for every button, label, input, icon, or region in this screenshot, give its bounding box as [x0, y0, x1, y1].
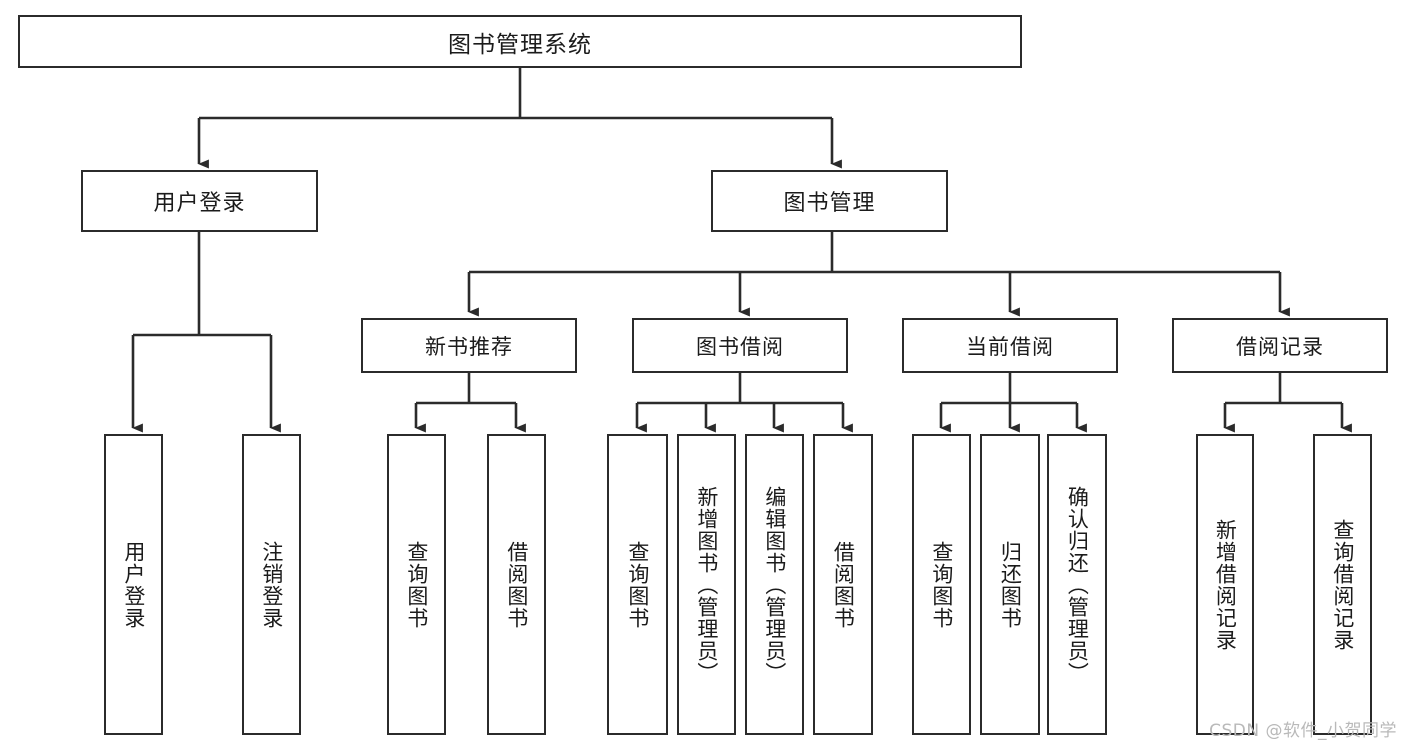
node-leaf-return-book[interactable]: 归还图书 [980, 434, 1040, 735]
node-root-label: 图书管理系统 [448, 31, 592, 58]
node-leaf-query-book-borrow-label: 查询图书 [625, 540, 650, 629]
node-leaf-add-borrow-record[interactable]: 新增借阅记录 [1196, 434, 1254, 735]
node-current-borrow-label: 当前借阅 [966, 334, 1054, 359]
node-leaf-borrow-book-rec[interactable]: 借阅图书 [487, 434, 546, 735]
node-new-book-recommend-label: 新书推荐 [425, 334, 513, 359]
node-leaf-add-book-admin-label: 新增图书（管理员） [694, 485, 719, 684]
node-book-borrow-label: 图书借阅 [696, 334, 784, 359]
node-leaf-user-logout[interactable]: 注销登录 [242, 434, 301, 735]
node-borrow-record[interactable]: 借阅记录 [1172, 318, 1388, 373]
node-leaf-user-login-label: 用户登录 [121, 540, 146, 629]
node-leaf-add-book-admin[interactable]: 新增图书（管理员） [677, 434, 736, 735]
node-leaf-query-book-borrow[interactable]: 查询图书 [607, 434, 668, 735]
node-leaf-user-logout-label: 注销登录 [259, 540, 284, 629]
node-leaf-query-borrow-record[interactable]: 查询借阅记录 [1313, 434, 1372, 735]
node-leaf-query-book-cur[interactable]: 查询图书 [912, 434, 971, 735]
node-book-management-label: 图书管理 [783, 191, 876, 216]
node-leaf-confirm-return-admin[interactable]: 确认归还（管理员） [1047, 434, 1107, 735]
node-leaf-query-borrow-record-label: 查询借阅记录 [1330, 518, 1355, 651]
node-borrow-record-label: 借阅记录 [1236, 334, 1324, 359]
node-user-login-label: 用户登录 [153, 191, 246, 216]
node-root[interactable]: 图书管理系统 [18, 15, 1022, 68]
node-leaf-edit-book-admin[interactable]: 编辑图书（管理员） [745, 434, 804, 735]
node-leaf-return-book-label: 归还图书 [998, 540, 1023, 629]
node-user-login[interactable]: 用户登录 [81, 170, 318, 232]
node-leaf-query-book-rec[interactable]: 查询图书 [387, 434, 446, 735]
node-leaf-query-book-rec-label: 查询图书 [404, 540, 429, 629]
node-leaf-borrow-book-label: 借阅图书 [831, 540, 856, 629]
node-leaf-query-book-cur-label: 查询图书 [929, 540, 954, 629]
node-book-management[interactable]: 图书管理 [711, 170, 948, 232]
node-current-borrow[interactable]: 当前借阅 [902, 318, 1118, 373]
node-leaf-confirm-return-admin-label: 确认归还（管理员） [1065, 485, 1090, 684]
node-leaf-add-borrow-record-label: 新增借阅记录 [1213, 518, 1238, 651]
node-leaf-edit-book-admin-label: 编辑图书（管理员） [762, 485, 787, 684]
node-leaf-borrow-book-rec-label: 借阅图书 [504, 540, 529, 629]
node-new-book-recommend[interactable]: 新书推荐 [361, 318, 577, 373]
node-leaf-borrow-book[interactable]: 借阅图书 [813, 434, 873, 735]
watermark-text: CSDN @软件_小贺同学 [1209, 721, 1397, 741]
node-book-borrow[interactable]: 图书借阅 [632, 318, 848, 373]
node-leaf-user-login[interactable]: 用户登录 [104, 434, 163, 735]
